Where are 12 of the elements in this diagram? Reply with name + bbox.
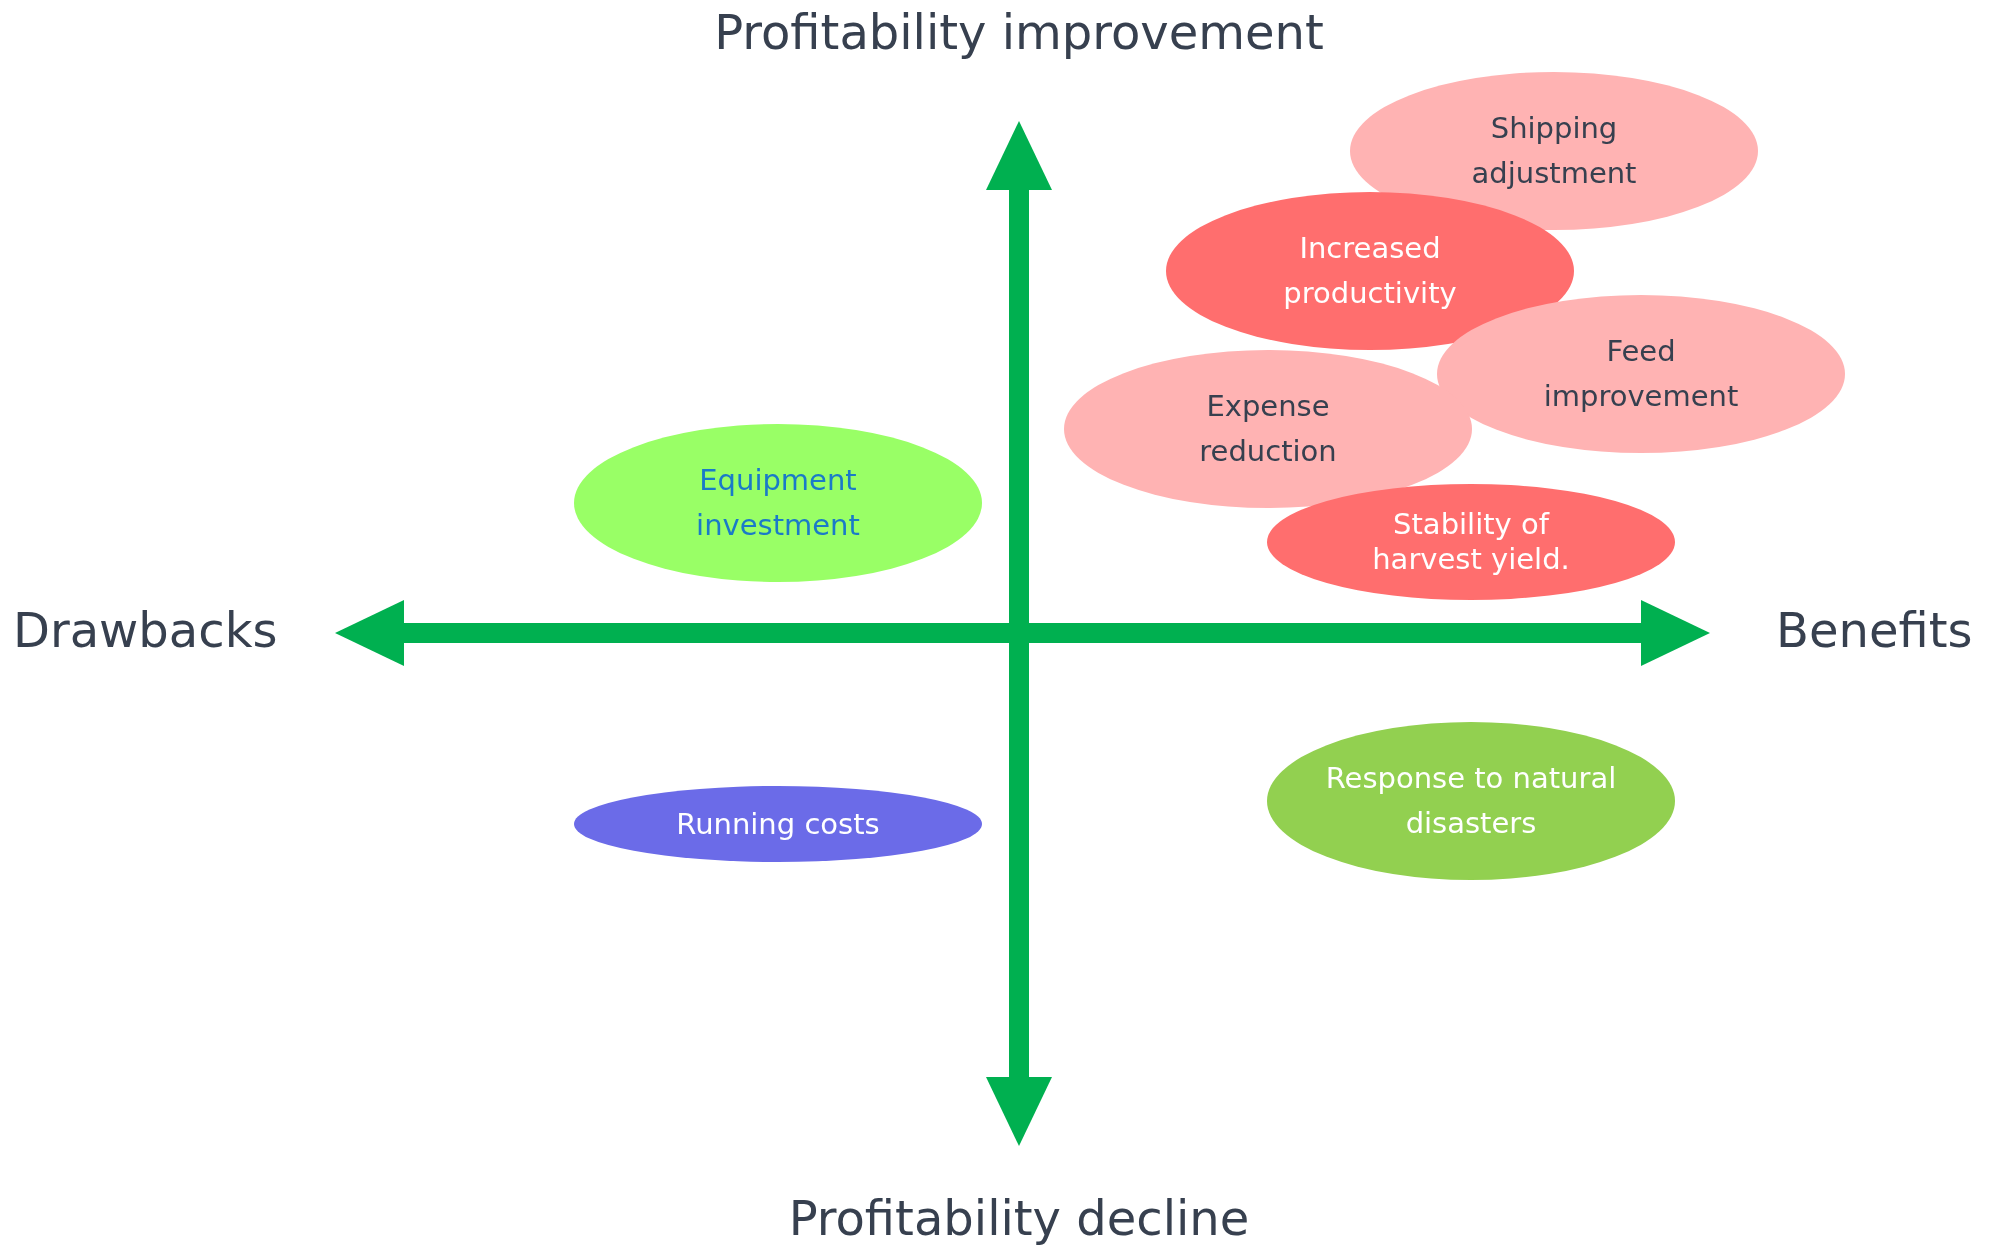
axis-label: Drawbacks	[13, 604, 278, 657]
node-text: Increased productivity	[1282, 230, 1458, 312]
axis-label: Profitability decline	[788, 1192, 1250, 1245]
node-text: Running costs	[676, 805, 880, 843]
axis-label: Benefits	[1776, 604, 1973, 657]
axis-label: Profitability improvement	[714, 6, 1324, 59]
node-text: Stability of harvest yield.	[1371, 507, 1571, 577]
node-text: Shipping adjustment	[1470, 110, 1638, 192]
node-text: Feed improvement	[1542, 333, 1740, 415]
node-text: Response to natural disasters	[1324, 760, 1618, 842]
node-text: Expense reduction	[1198, 388, 1338, 470]
node-text: Equipment investment	[695, 462, 861, 544]
